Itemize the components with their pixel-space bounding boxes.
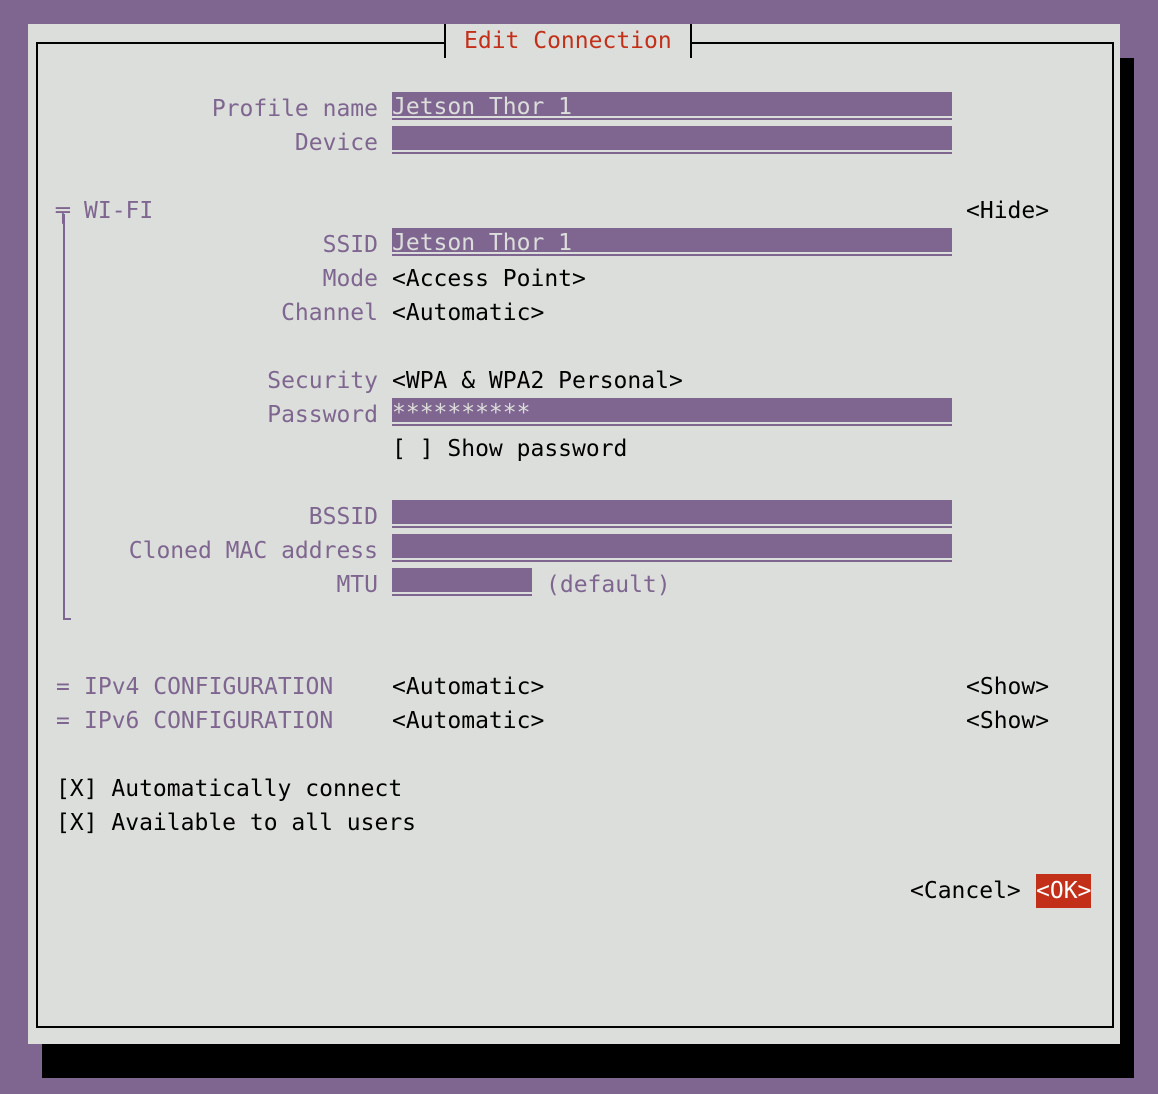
edit-connection-dialog: Edit Connection Profile name Jetson Thor… (28, 24, 1120, 1044)
ssid-value: Jetson Thor 1 (392, 230, 573, 256)
device-label: Device (294, 130, 378, 156)
mode-dropdown[interactable]: <Access Point> (392, 266, 586, 292)
mtu-default-hint: (default) (546, 572, 671, 598)
profile-name-label: Profile name (211, 96, 378, 122)
dialog-title: Edit Connection (464, 28, 672, 54)
profile-name-input[interactable]: Jetson Thor 1 (392, 92, 952, 122)
security-label: Security (267, 368, 378, 394)
all-users-checkbox[interactable]: [X] Available to all users (56, 810, 417, 836)
mtu-input[interactable] (392, 568, 532, 598)
auto-connect-checkbox[interactable]: [X] Automatically connect (56, 776, 403, 802)
ipv6-method-dropdown[interactable]: <Automatic> (392, 708, 545, 734)
cloned-mac-label: Cloned MAC address (128, 538, 378, 564)
ok-button[interactable]: <OK> (1036, 874, 1092, 908)
bssid-input[interactable] (392, 500, 952, 530)
channel-label: Channel (281, 300, 378, 326)
ipv4-section-marker: = (56, 674, 70, 700)
wifi-section-label: WI-FI (84, 198, 154, 224)
mtu-label: MTU (336, 572, 378, 598)
mode-label: Mode (322, 266, 378, 292)
ipv6-section-label: IPv6 CONFIGURATION (84, 708, 334, 734)
password-label: Password (267, 402, 378, 428)
security-dropdown[interactable]: <WPA & WPA2 Personal> (392, 368, 683, 394)
profile-name-value: Jetson Thor 1 (392, 94, 573, 120)
ipv6-show-button[interactable]: <Show> (966, 708, 1050, 734)
dialog-title-box: Edit Connection (444, 24, 692, 58)
cloned-mac-input[interactable] (392, 534, 952, 564)
ipv4-section-label: IPv4 CONFIGURATION (84, 674, 334, 700)
wifi-section-marker: ╤ (56, 198, 70, 224)
bssid-label: BSSID (308, 504, 378, 530)
device-input[interactable] (392, 126, 952, 156)
ipv4-show-button[interactable]: <Show> (966, 674, 1050, 700)
ipv6-section-marker: = (56, 708, 70, 734)
password-value: ********** (392, 400, 531, 426)
ssid-input[interactable]: Jetson Thor 1 (392, 228, 952, 258)
channel-dropdown[interactable]: <Automatic> (392, 300, 545, 326)
wifi-hide-button[interactable]: <Hide> (966, 198, 1050, 224)
cancel-button[interactable]: <Cancel> (910, 878, 1021, 904)
show-password-checkbox[interactable]: [ ] Show password (392, 436, 628, 462)
wifi-section-line (63, 214, 65, 620)
ipv4-method-dropdown[interactable]: <Automatic> (392, 674, 545, 700)
password-input[interactable]: ********** (392, 398, 952, 428)
ssid-label: SSID (322, 232, 378, 258)
wifi-section-line-end (63, 618, 71, 620)
